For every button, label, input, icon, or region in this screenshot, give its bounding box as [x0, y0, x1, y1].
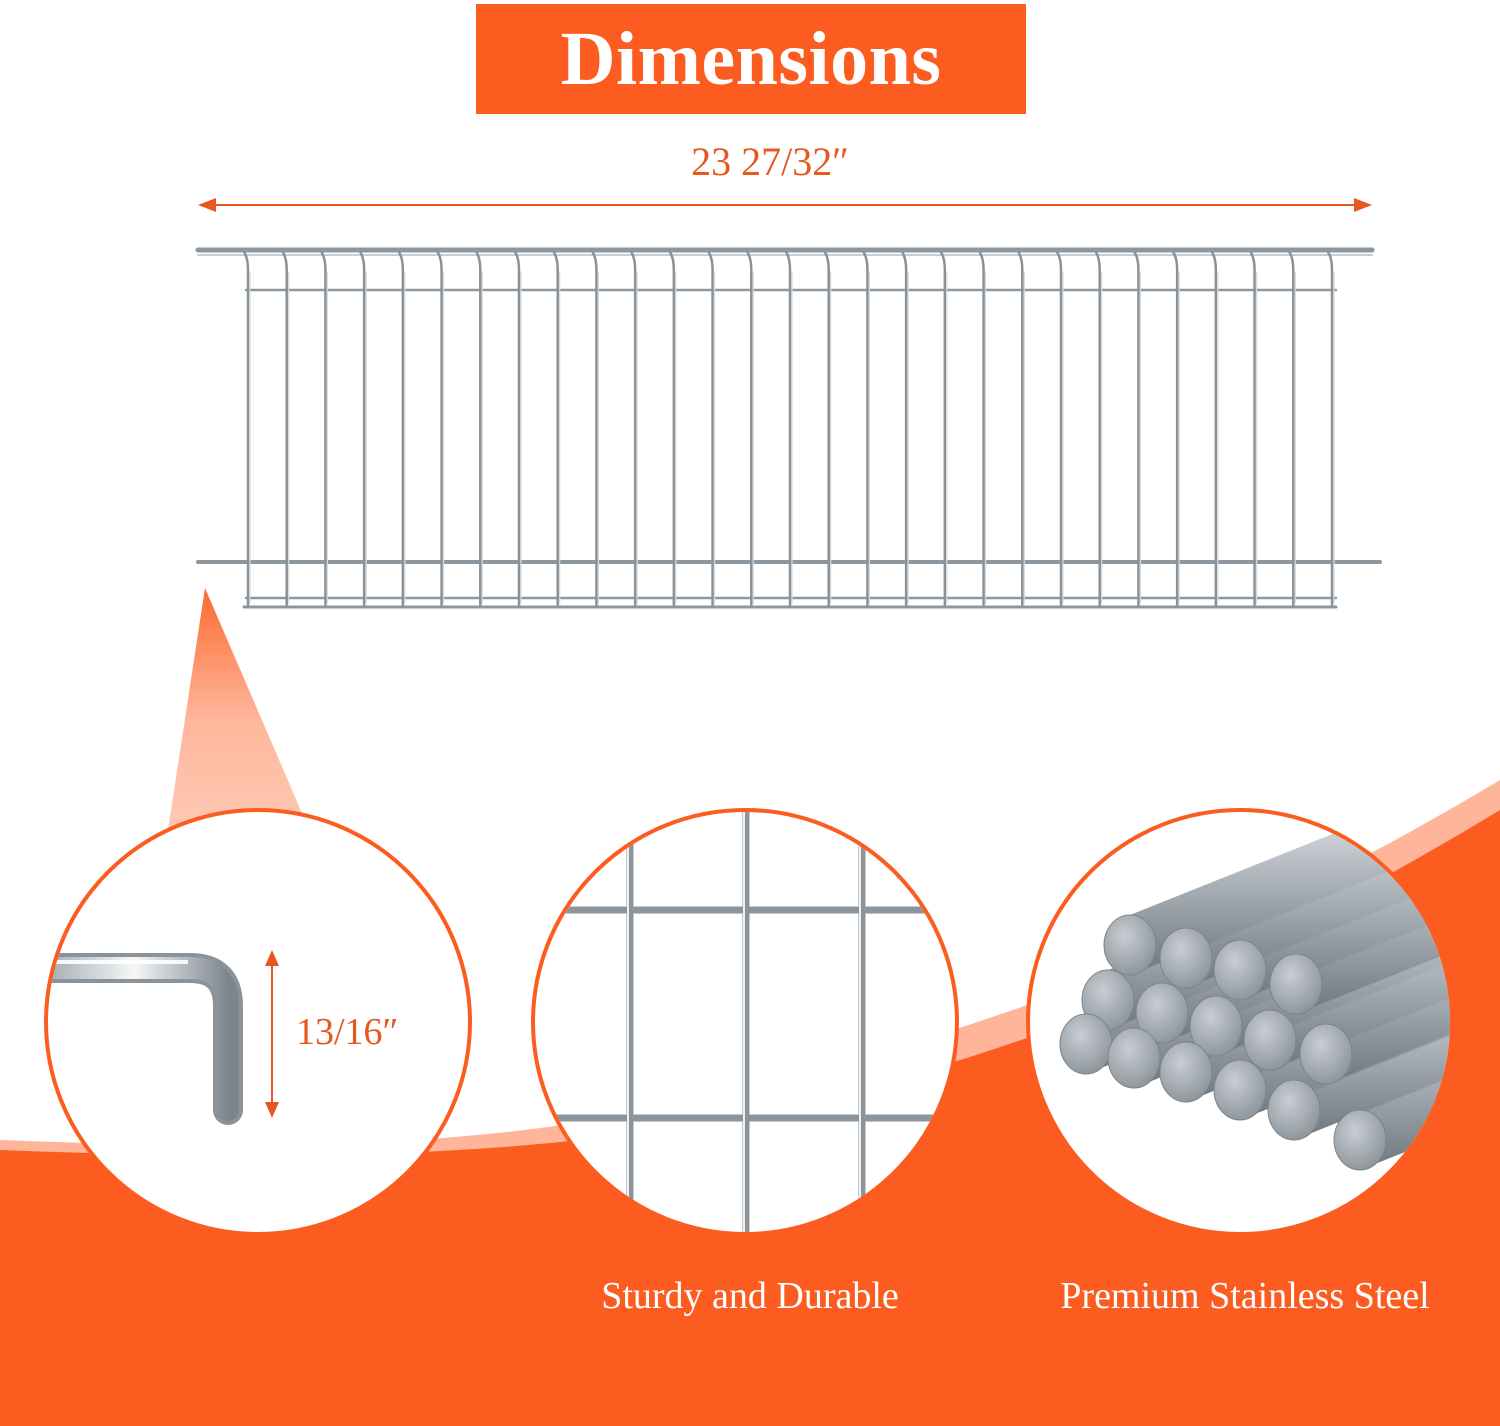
- feature-caption-sturdy: Sturdy and Durable: [601, 1275, 899, 1317]
- steel-rod-end: [1299, 1023, 1353, 1085]
- steel-rod-end: [1213, 939, 1267, 1001]
- width-label: 23 27/32″: [691, 139, 849, 184]
- double-arrow-vertical-icon: [265, 950, 279, 1118]
- steel-rod: [1240, 820, 1450, 1000]
- rack-wire: [668, 251, 676, 606]
- steel-rod: [1326, 904, 1450, 1084]
- rack-wire: [591, 251, 598, 606]
- steel-rod-end: [1107, 1027, 1161, 1089]
- rack-wire: [281, 251, 288, 606]
- grid-detail-circle: [531, 808, 959, 1236]
- bend-detail-circle: [44, 808, 472, 1236]
- rack-wire: [939, 251, 947, 606]
- steel-rod-end: [1189, 995, 1243, 1057]
- rack-wire: [901, 251, 908, 606]
- feature-caption-steel: Premium Stainless Steel: [1060, 1275, 1430, 1317]
- callout-triangle: [168, 588, 305, 830]
- steel-rod-end: [1213, 1059, 1267, 1121]
- title-banner: Dimensions: [476, 4, 1026, 114]
- rack-wire: [707, 251, 714, 606]
- steel-rod-end: [1059, 1013, 1113, 1075]
- rack-wire: [242, 251, 250, 606]
- rack-wire: [823, 251, 830, 606]
- steel-rod-end: [1159, 927, 1213, 989]
- rack-wire: [513, 251, 521, 606]
- rack-wire: [630, 251, 637, 606]
- steel-rod-end: [1243, 1009, 1297, 1071]
- rack-wire: [746, 251, 753, 606]
- rack-wire: [359, 251, 366, 606]
- steel-rod-end: [1269, 953, 1323, 1015]
- rack-wire: [1210, 251, 1218, 606]
- steel-rod-end: [1333, 1109, 1387, 1171]
- steel-rod-end: [1135, 982, 1189, 1044]
- rack-wire: [1094, 251, 1101, 606]
- rack-wire: [862, 251, 869, 606]
- rack-wire: [1055, 251, 1063, 606]
- steel-rod-end: [1103, 914, 1157, 976]
- rack-wire: [1288, 251, 1295, 606]
- rack-wire: [1017, 251, 1024, 606]
- rack-wire: [784, 251, 792, 606]
- rack-wire: [320, 251, 327, 606]
- rack-wire: [1249, 251, 1256, 606]
- steel-rod: [1294, 960, 1450, 1140]
- wire-rack-image: [195, 247, 1382, 609]
- rack-wire: [1326, 251, 1334, 606]
- height-label: 13/16″: [296, 1011, 399, 1053]
- rack-wire: [552, 251, 559, 606]
- rack-wire: [1172, 251, 1179, 606]
- banner-title: Dimensions: [560, 16, 942, 101]
- steel-rod-end: [1159, 1041, 1213, 1103]
- steel-rod: [1270, 890, 1450, 1070]
- rods-detail-circle: [1026, 808, 1454, 1236]
- rack-wire: [436, 251, 443, 606]
- steel-rod-end: [1267, 1079, 1321, 1141]
- rack-wire: [1133, 251, 1140, 606]
- rack-wire: [397, 251, 405, 606]
- rack-wire: [978, 251, 985, 606]
- rack-wire: [475, 251, 482, 606]
